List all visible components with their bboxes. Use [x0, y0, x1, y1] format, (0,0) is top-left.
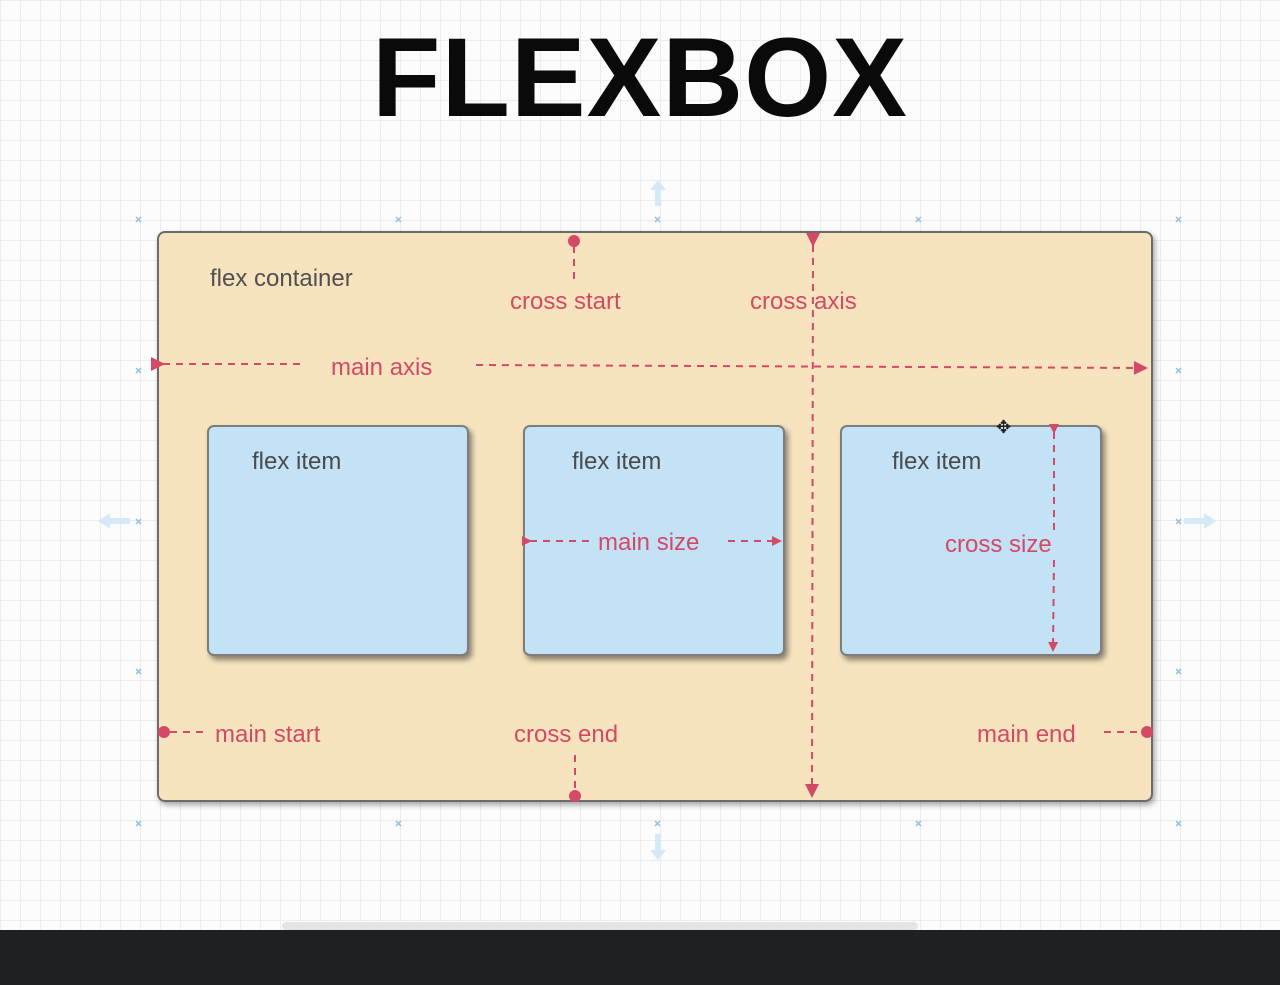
- handle-mark: [654, 216, 661, 223]
- handle-mark: [135, 820, 142, 827]
- handle-mark: [395, 820, 402, 827]
- handle-mark: [1175, 216, 1182, 223]
- resize-arrow-down-icon: [650, 834, 666, 860]
- cross-size-line-bottom: [1048, 559, 1059, 652]
- main-start-label: main start: [215, 721, 321, 748]
- flex-container-label: flex container: [210, 265, 353, 292]
- cross-start-label: cross start: [510, 288, 621, 315]
- handle-mark: [135, 216, 142, 223]
- handle-mark: [1175, 668, 1182, 675]
- resize-arrow-up-icon: [650, 180, 666, 206]
- main-start-dot: [158, 726, 170, 738]
- handle-mark: [135, 518, 142, 525]
- main-end-label: main end: [977, 721, 1076, 748]
- annotation-arrows: [98, 180, 1216, 860]
- handle-mark: [395, 216, 402, 223]
- main-axis-label: main axis: [331, 354, 433, 381]
- handle-mark: [915, 216, 922, 223]
- selection-handles: [135, 216, 1182, 827]
- resize-arrow-right-icon: [1184, 513, 1216, 529]
- cross-start-dot: [568, 235, 580, 247]
- move-cursor-icon: ✥: [996, 417, 1012, 437]
- cross-axis-line: [805, 232, 821, 798]
- handle-mark: [915, 820, 922, 827]
- page-title: FLEXBOX: [372, 15, 908, 140]
- cross-size-label: cross size: [945, 531, 1052, 558]
- resize-arrows: [98, 180, 1216, 860]
- resize-arrow-left-icon: [98, 513, 130, 529]
- flex-item-1[interactable]: [207, 425, 469, 656]
- flex-item-1-label: flex item: [252, 448, 342, 475]
- main-end-dot: [1141, 726, 1153, 738]
- cross-end-dot: [569, 790, 581, 802]
- flex-item-2-label: flex item: [572, 448, 662, 475]
- flex-item-3-label: flex item: [892, 448, 982, 475]
- main-axis-line-right: [475, 360, 1148, 375]
- flex-item-3[interactable]: [840, 425, 1102, 656]
- cross-end-label: cross end: [514, 721, 619, 748]
- bottom-bar: [0, 930, 1280, 985]
- handle-mark: [1175, 518, 1182, 525]
- handle-mark: [654, 820, 661, 827]
- cross-axis-label: cross axis: [750, 288, 857, 315]
- handle-mark: [1175, 367, 1182, 374]
- main-size-label: main size: [598, 529, 700, 556]
- horizontal-scrollbar[interactable]: [282, 922, 918, 930]
- handle-mark: [135, 668, 142, 675]
- handle-mark: [135, 367, 142, 374]
- handle-mark: [1175, 820, 1182, 827]
